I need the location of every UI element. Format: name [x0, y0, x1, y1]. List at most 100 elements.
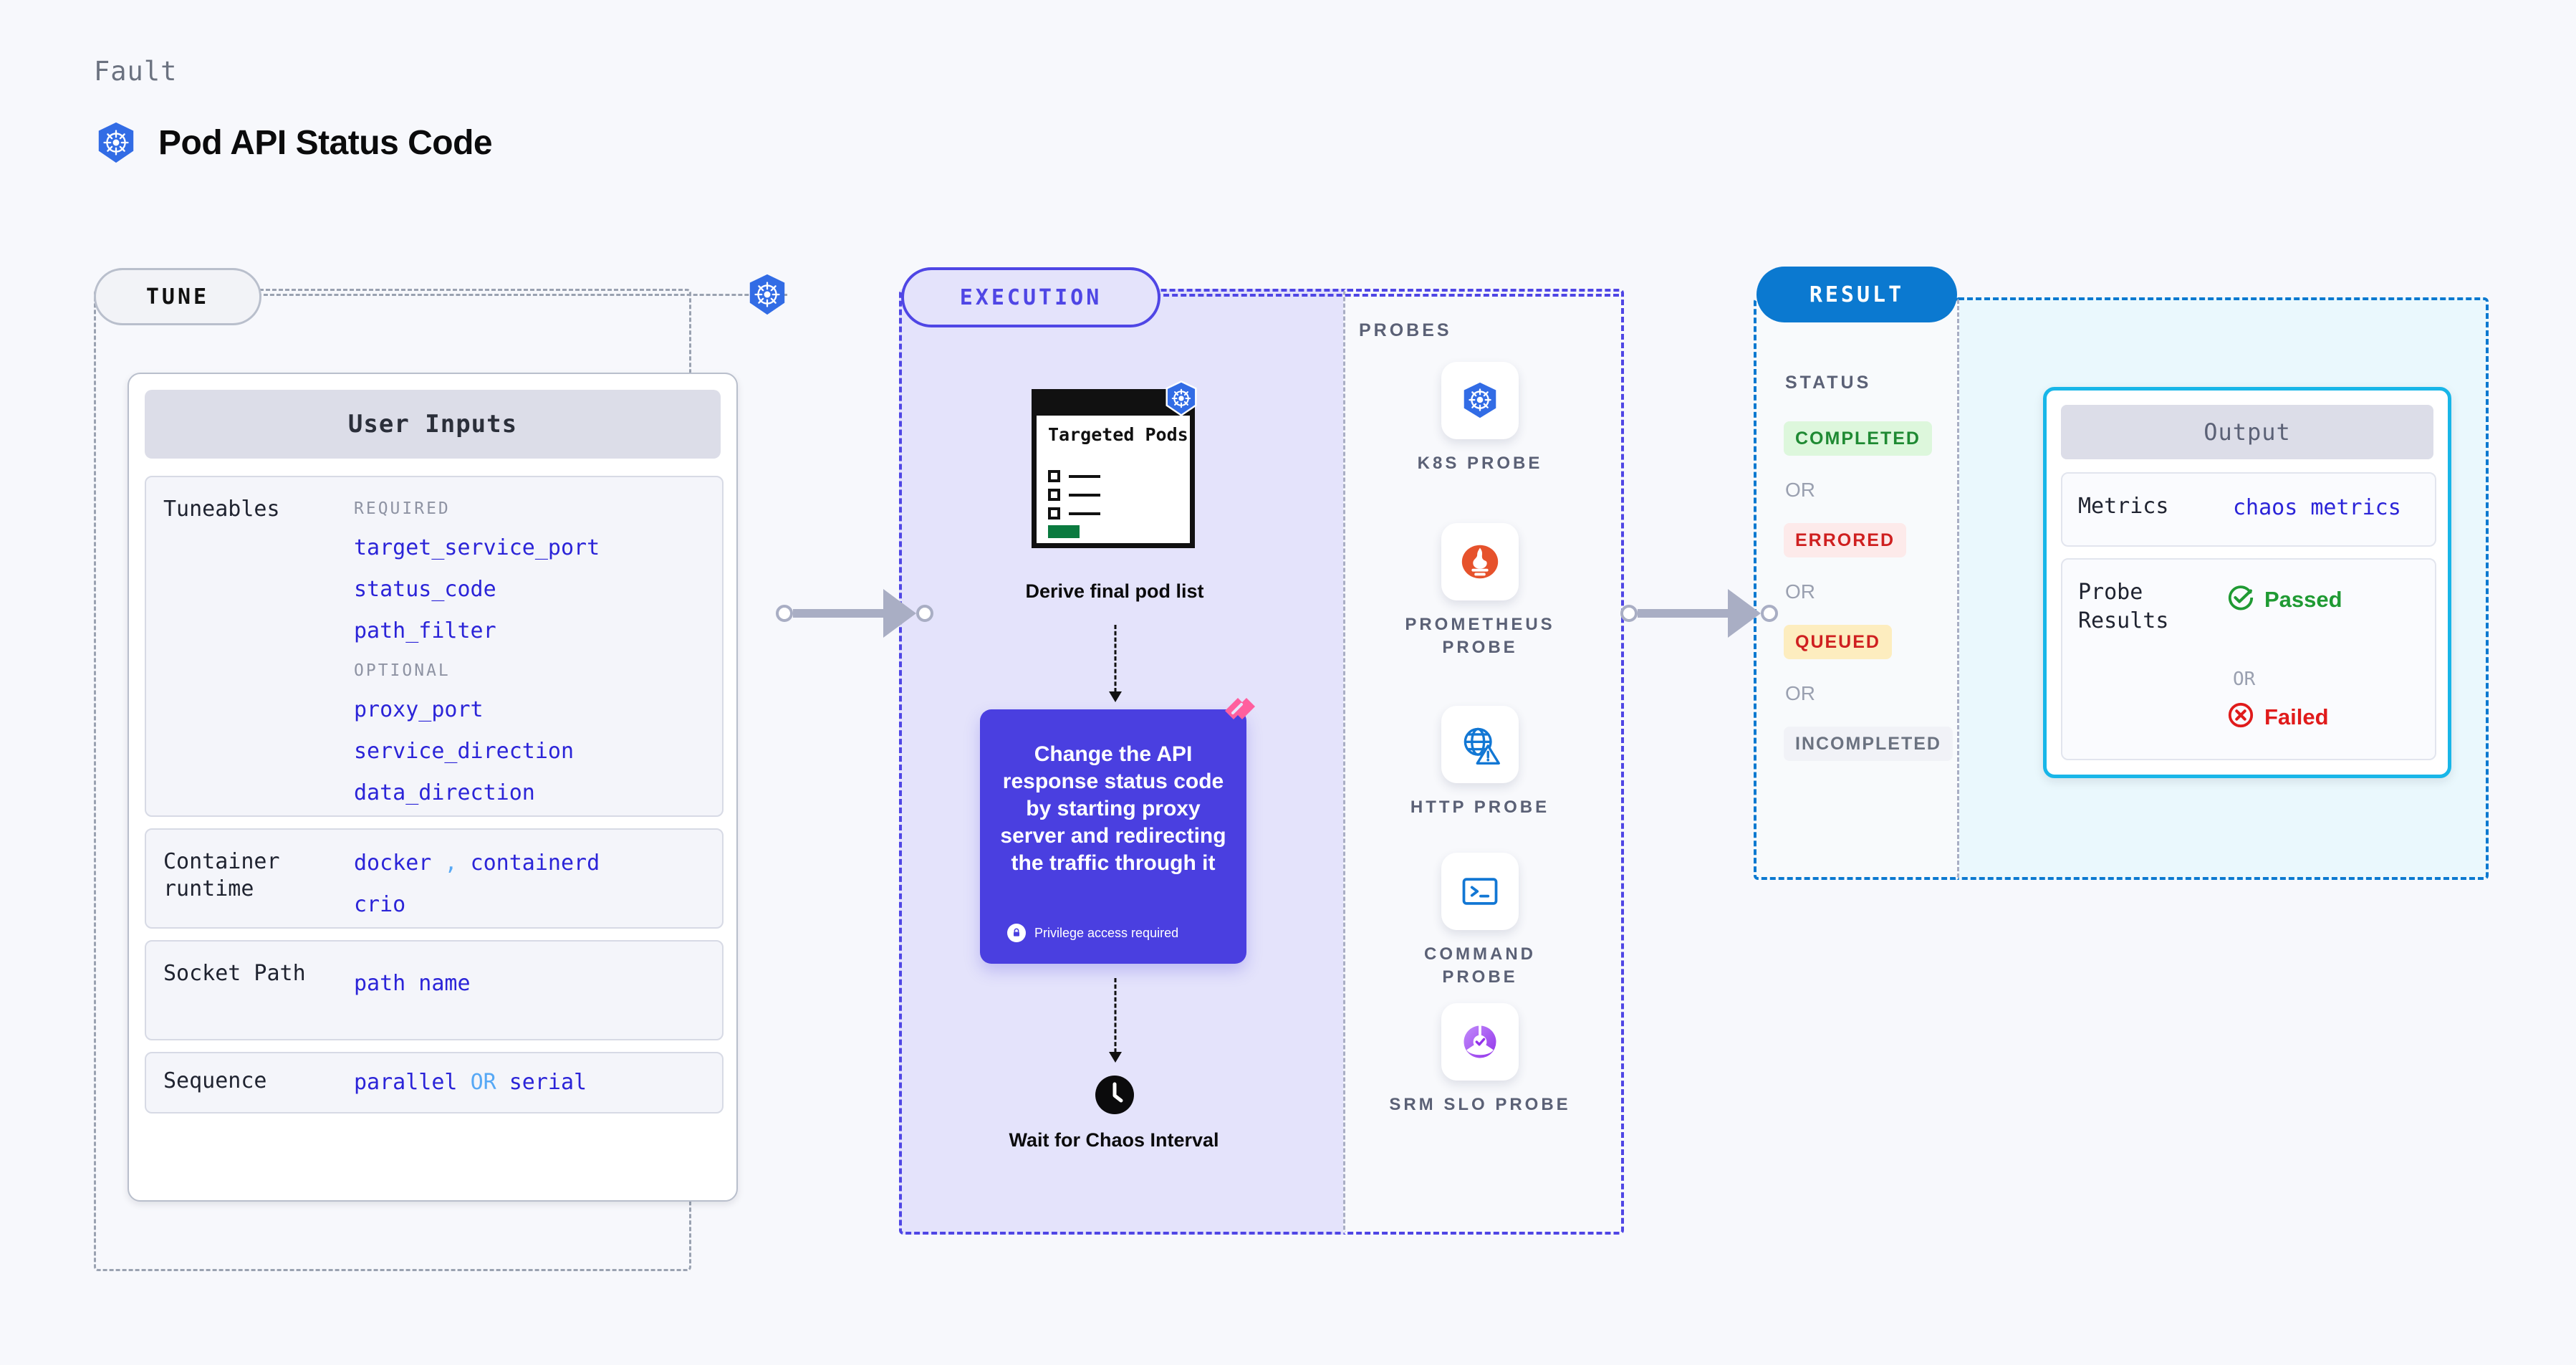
- or-separator: OR: [1785, 479, 1815, 501]
- arrow-tip: [1109, 1052, 1122, 1063]
- privilege-note-label: Privilege access required: [1034, 925, 1179, 940]
- user-inputs-title: User Inputs: [347, 410, 518, 439]
- row-values: docker , containerd crio: [354, 843, 600, 926]
- probe-item-http[interactable]: HTTP PROBE: [1386, 706, 1574, 819]
- arrow-line: [1114, 978, 1117, 1053]
- or-separator: OR: [2233, 669, 2256, 690]
- arrow-tip: [1109, 691, 1122, 702]
- connector-bar: [793, 609, 885, 618]
- tune-stage-tag[interactable]: TUNE: [94, 268, 261, 325]
- sequence-separator: OR: [470, 1070, 496, 1095]
- flow-arrow-down: [1107, 625, 1124, 702]
- tuneable-data-direction[interactable]: data_direction: [354, 780, 535, 805]
- chaos-action-card: Change the API response status code by s…: [980, 698, 1255, 964]
- probe-item-command[interactable]: COMMAND PROBE: [1386, 853, 1574, 989]
- result-status-panel: [1754, 297, 1959, 880]
- privilege-note: Privilege access required: [1007, 924, 1178, 942]
- row-values: parallel OR serial: [354, 1062, 587, 1103]
- checkbox-icon: [1048, 489, 1060, 501]
- tune-dashed-connector: [257, 294, 787, 296]
- row-label: Sequence: [163, 1068, 267, 1093]
- connector-tune-to-execution: [776, 589, 933, 638]
- connector-dot: [916, 605, 933, 622]
- sequence-parallel[interactable]: parallel: [354, 1070, 458, 1095]
- arrow-line: [1114, 625, 1117, 692]
- table-row: Metrics chaos metrics: [2061, 472, 2436, 547]
- row-values: path name: [354, 963, 471, 1005]
- terminal-icon: [1441, 853, 1519, 930]
- probe-item-prometheus[interactable]: PROMETHEUS PROBE: [1386, 523, 1574, 659]
- row-label: Tuneables: [163, 497, 280, 522]
- targeted-pods-title: Targeted Pods: [1048, 424, 1188, 445]
- connector-bar: [1638, 609, 1729, 618]
- http-globe-warning-icon: [1441, 706, 1519, 783]
- probe-label: K8S PROBE: [1417, 454, 1543, 473]
- checkbox-icon: [1048, 507, 1060, 519]
- socket-path-value[interactable]: path name: [354, 971, 471, 996]
- connector-arrowhead: [1728, 589, 1761, 638]
- checkbox-icon: [1048, 470, 1060, 482]
- page-title: Pod API Status Code: [158, 123, 493, 162]
- tuneable-target-service-port[interactable]: target_service_port: [354, 535, 600, 560]
- group-heading-required: REQUIRED: [354, 499, 451, 518]
- runtime-docker[interactable]: docker: [354, 851, 432, 876]
- probe-label: COMMAND PROBE: [1424, 944, 1536, 987]
- kubernetes-icon: [1441, 362, 1519, 439]
- probe-result-passed: Passed: [2227, 584, 2342, 615]
- harness-icon: [1222, 695, 1259, 732]
- row-label: Container runtime: [163, 849, 280, 901]
- row-label: Socket Path: [163, 961, 306, 986]
- or-separator: OR: [1785, 580, 1815, 603]
- connector-arrowhead: [883, 589, 916, 638]
- tuneable-status-code[interactable]: status_code: [354, 577, 496, 602]
- table-row: Probe Results Passed OR Failed: [2061, 558, 2436, 760]
- x-circle-icon: [2227, 701, 2254, 732]
- progress-bar: [1048, 525, 1080, 538]
- probe-label: SRM SLO PROBE: [1389, 1095, 1571, 1114]
- derive-pod-list-caption: Derive final pod list: [1025, 580, 1204, 602]
- probes-title: PROBES: [1359, 320, 1452, 340]
- lock-icon: [1007, 924, 1026, 942]
- probe-item-srm-slo[interactable]: SRM SLO PROBE: [1386, 1003, 1574, 1116]
- kubernetes-icon: [745, 272, 789, 317]
- window-titlebar: [1037, 394, 1190, 416]
- tuneable-proxy-port[interactable]: proxy_port: [354, 697, 484, 722]
- flow-arrow-down: [1107, 978, 1124, 1063]
- execution-dashed-connector: [1155, 294, 1619, 297]
- srm-slo-icon: [1441, 1003, 1519, 1081]
- connector-dot: [1620, 605, 1638, 622]
- row-values: REQUIRED target_service_port status_code…: [354, 490, 600, 814]
- group-heading-optional: OPTIONAL: [354, 661, 451, 680]
- wait-interval-caption: Wait for Chaos Interval: [1009, 1129, 1219, 1151]
- check-circle-icon: [2227, 584, 2254, 615]
- prometheus-icon: [1441, 523, 1519, 600]
- runtime-crio[interactable]: crio: [354, 892, 406, 917]
- probe-item-k8s[interactable]: K8S PROBE: [1386, 362, 1574, 475]
- user-inputs-card: User Inputs Tuneables REQUIRED target_se…: [128, 373, 738, 1202]
- list-item: [1048, 470, 1100, 482]
- tuneable-path-filter[interactable]: path_filter: [354, 618, 496, 643]
- tuneable-service-direction[interactable]: service_direction: [354, 739, 575, 764]
- kubernetes-icon: [94, 120, 138, 165]
- failed-label: Failed: [2264, 704, 2329, 729]
- table-row: Container runtime docker , containerd cr…: [145, 828, 724, 929]
- fault-eyebrow-label: Fault: [94, 56, 178, 87]
- probe-label: PROMETHEUS PROBE: [1405, 615, 1555, 657]
- result-stage-tag[interactable]: RESULT: [1756, 267, 1957, 322]
- user-inputs-header: User Inputs: [145, 390, 721, 459]
- status-badge-completed: COMPLETED: [1784, 421, 1932, 456]
- execution-stage-tag[interactable]: EXECUTION: [901, 267, 1160, 327]
- table-row: Sequence parallel OR serial: [145, 1052, 724, 1113]
- output-card: Output Metrics chaos metrics Probe Resul…: [2043, 387, 2451, 778]
- placeholder-line: [1069, 474, 1100, 478]
- probe-results-label: Probe Results: [2078, 580, 2169, 633]
- probe-label: HTTP PROBE: [1410, 798, 1550, 817]
- connector-dot: [776, 605, 793, 622]
- clock-icon: [1095, 1075, 1135, 1115]
- metrics-value[interactable]: chaos metrics: [2233, 495, 2401, 520]
- sequence-serial[interactable]: serial: [509, 1070, 587, 1095]
- status-badge-queued: QUEUED: [1784, 625, 1892, 659]
- runtime-containerd[interactable]: containerd: [470, 851, 600, 876]
- output-title: Output: [2203, 418, 2291, 446]
- connector-execution-to-result: [1620, 589, 1778, 638]
